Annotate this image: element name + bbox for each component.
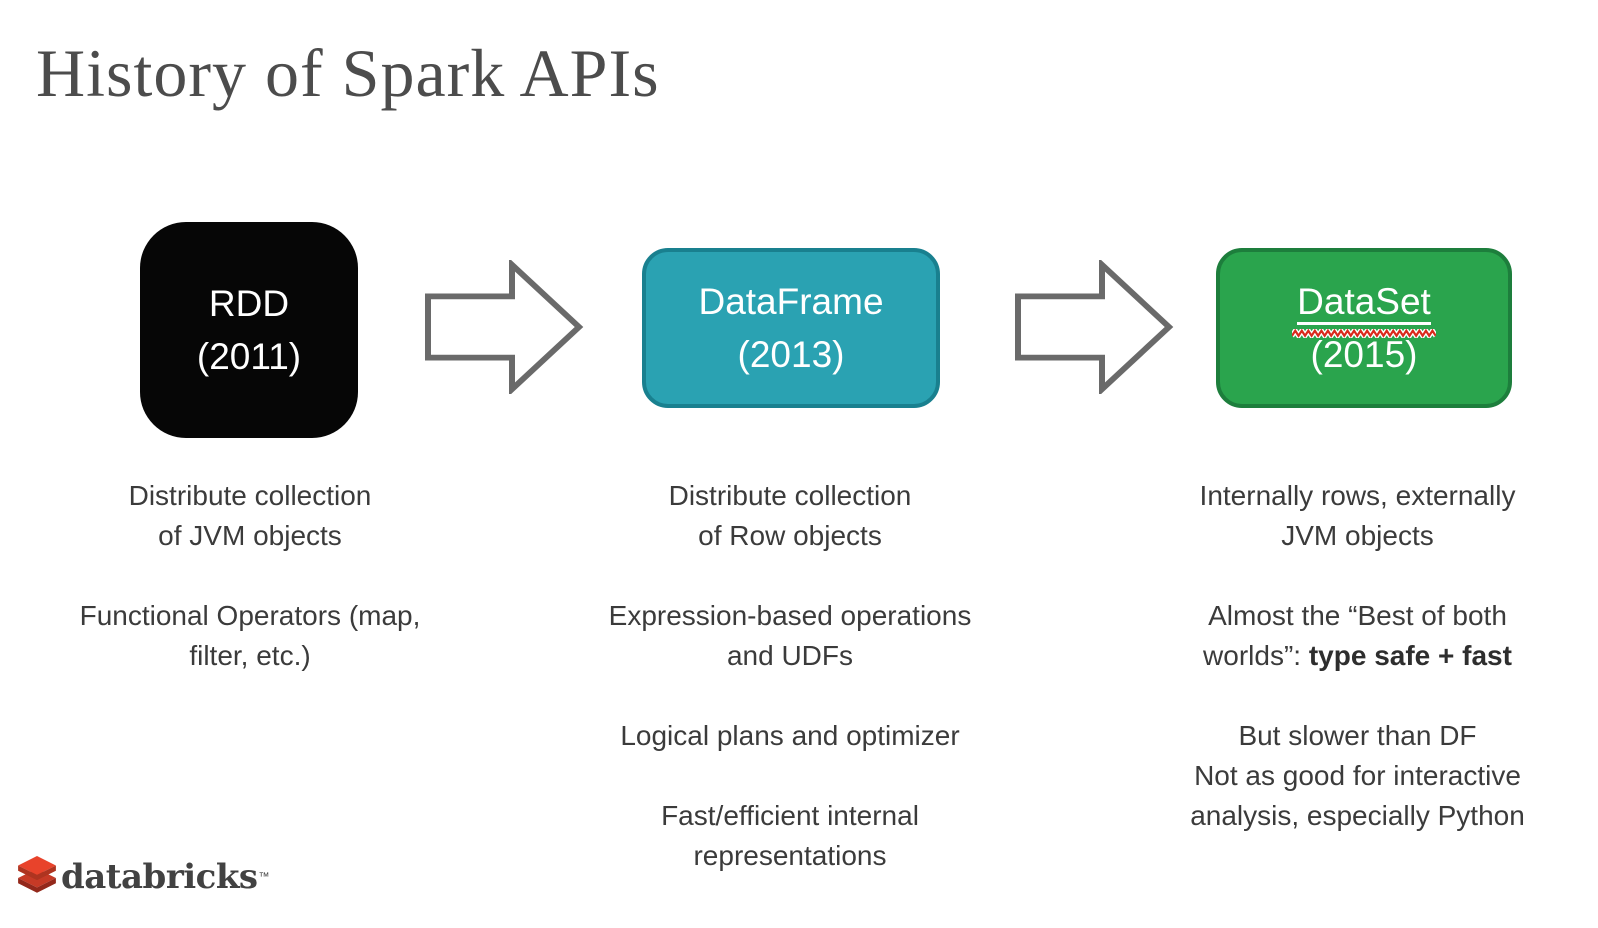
right-arrow-icon <box>425 260 584 394</box>
dataframe-box-name: DataFrame <box>698 281 884 322</box>
dataframe-note-expressions: Expression-based operations and UDFs <box>608 600 972 671</box>
slide-title: History of Spark APIs <box>36 35 660 111</box>
right-arrow-icon <box>1015 260 1174 394</box>
dataframe-box: DataFrame (2013) <box>642 248 940 408</box>
dataset-note-rows: Internally rows, externally JVM objects <box>1199 480 1516 551</box>
dataset-box-name-row: DataSet <box>1292 275 1436 338</box>
dataset-notes-column: Internally rows, externally JVM objects … <box>1130 476 1585 876</box>
rdd-box: RDD (2011) <box>140 222 358 438</box>
dataset-note-typesafe: type safe + fast <box>1308 640 1512 671</box>
dataframe-note-distribute: Distribute collection of Row objects <box>668 480 912 551</box>
rdd-box-name: RDD <box>208 283 290 324</box>
rdd-note-distribute: Distribute collection of JVM objects <box>128 480 372 551</box>
spellcheck-squiggle-icon <box>1292 329 1436 338</box>
rdd-notes-column: Distribute collection of JVM objects Fun… <box>25 476 475 716</box>
rdd-box-year: (2011) <box>196 336 302 377</box>
databricks-wordmark: databricks <box>61 857 258 897</box>
rdd-note-operators: Functional Operators (map, filter, etc.) <box>79 600 421 671</box>
dataframe-notes-column: Distribute collection of Row objects Exp… <box>565 476 1015 916</box>
dataset-box: DataSet (2015) <box>1216 248 1512 408</box>
dataset-box-year: (2015) <box>1310 334 1418 375</box>
dataset-note-best-of-both: Almost the “Best of both worlds”: type s… <box>1203 600 1512 671</box>
databricks-bricks-icon <box>18 856 56 893</box>
trademark-symbol: ™ <box>258 871 270 883</box>
databricks-logo: databricks ™ <box>16 856 270 898</box>
dataframe-note-optimizer: Logical plans and optimizer <box>620 720 960 751</box>
dataframe-box-year: (2013) <box>737 334 845 375</box>
dataset-box-name: DataSet <box>1297 281 1431 325</box>
dataset-note-slower: But slower than DF Not as good for inter… <box>1190 720 1525 831</box>
dataframe-note-representations: Fast/efficient internal representations <box>661 800 919 871</box>
